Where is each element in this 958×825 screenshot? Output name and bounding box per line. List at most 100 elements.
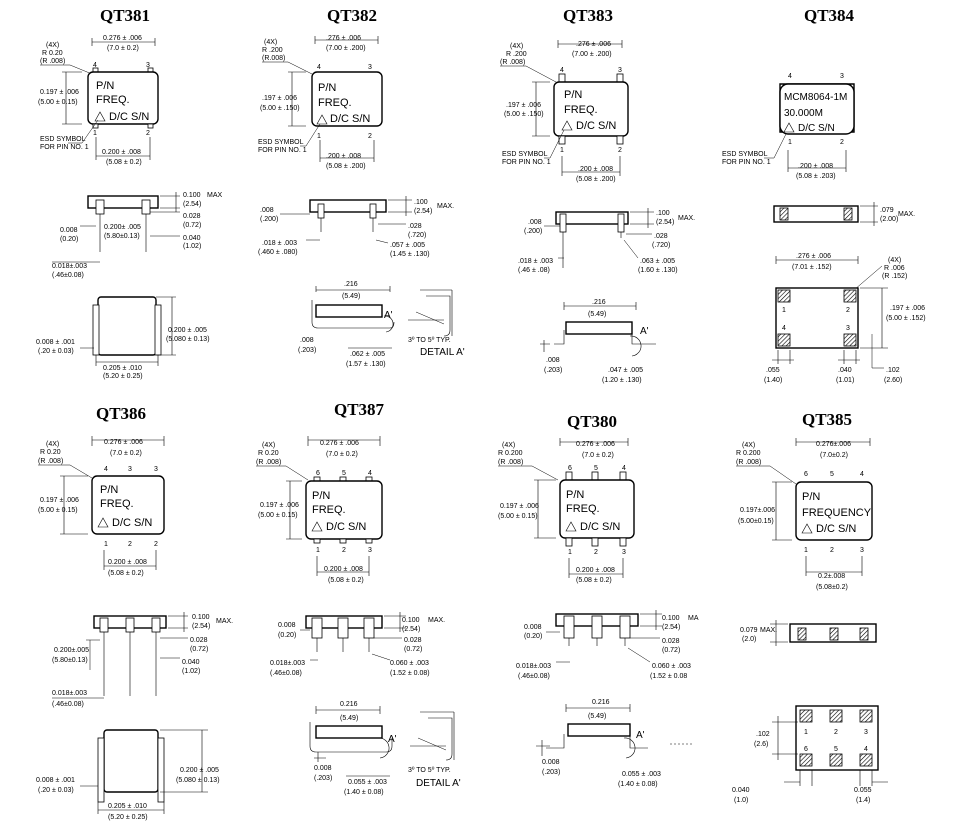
dim-label: ESD SYMBOL (502, 151, 548, 158)
dim-label: (1.0) (734, 797, 748, 804)
dim-label: .200 ± .008 (578, 166, 613, 173)
dim-label: (4X) (262, 442, 275, 449)
panel-title: QT385 (802, 410, 853, 429)
qt382-drawing: .276 ± .006 (7.00 ± .200) (4X) R .200 (R… (258, 35, 465, 368)
pin-label: 5 (594, 465, 598, 472)
dim-label: (5.080 ± 0.13) (176, 777, 220, 784)
panel-title: QT386 (96, 404, 147, 423)
dim-label: (.720) (652, 242, 670, 249)
marking-text: FREQUENCY (802, 507, 872, 519)
dim-label: (7.01 ± .152) (792, 264, 832, 271)
dim-label: MAX (207, 192, 223, 199)
panel-qt382: QT382 .276 ± .006 (7.00 ± .200) (4X) R .… (240, 0, 480, 400)
dim-label: (5.20 ± 0.25) (103, 373, 143, 380)
dim-label: (7.0 ± 0.2) (326, 451, 358, 458)
pin-label: 5 (342, 470, 346, 477)
dim-label: FOR PIN NO. 1 (258, 147, 307, 154)
qt383-drawing: .276 ± .006 (7.00 ± .200) (4X) R .200 (R… (500, 40, 695, 384)
dim-label: 0.008 (314, 765, 332, 772)
dim-label: ESD SYMBOL (258, 139, 304, 146)
dim-label: .008 (260, 207, 274, 214)
dim-label: (1.01) (836, 377, 854, 384)
dim-label: .079 (880, 207, 894, 214)
dim-label: 0.060 ± .003 (390, 660, 429, 667)
dim-label: .018 ± .003 (262, 240, 297, 247)
dim-label: (5.00 ± .150) (260, 105, 300, 112)
dim-label: 0.079 (740, 627, 758, 634)
dim-label: 0.008 (524, 624, 542, 631)
pin-label: 2 (146, 130, 150, 137)
dim-label: 0.018±.003 (52, 263, 87, 270)
dim-label: .057 ± .005 (390, 242, 425, 249)
dim-label: 0.197 ± .006 (260, 502, 299, 509)
marking-text: FREQ. (312, 504, 346, 516)
dim-label: 0.197 ± .006 (40, 89, 79, 96)
pin-label: 4 (368, 470, 372, 477)
dim-label: (R .008) (256, 459, 281, 466)
pin-label: 6 (804, 471, 808, 478)
detail-label: DETAIL A' (416, 778, 461, 789)
dim-label: (.200) (524, 228, 542, 235)
dim-label: 0.205 ± .010 (103, 365, 142, 372)
dim-label: .276 ± .006 (796, 253, 831, 260)
dim-label: MAX. (437, 203, 454, 210)
dim-label: (5.49) (588, 713, 606, 720)
dim-label: 0.200 ± .005 (168, 327, 207, 334)
pin-label: 1 (804, 547, 808, 554)
dim-label: ESD SYMBOL (722, 151, 768, 158)
pin-label: 2 (830, 547, 834, 554)
dim-label: (4X) (46, 42, 59, 49)
dim-label: A' (640, 326, 649, 337)
dim-label: MAX. (678, 215, 695, 222)
pin-label: 1 (788, 139, 792, 146)
dim-label: FOR PIN NO. 1 (40, 144, 89, 151)
dim-label: (5.49) (588, 311, 606, 318)
dim-label: A' (384, 310, 393, 321)
dim-label: 0.028 (404, 637, 422, 644)
panel-qt381: QT381 0.276 ± .006 (7.0 ± 0.2) (4X) R 0.… (0, 0, 240, 400)
dim-label: FOR PIN NO. 1 (722, 159, 771, 166)
pin-label: 6 (568, 465, 572, 472)
qt386-drawing: 0.276 ± .006 (7.0 ± 0.2) (4X) R 0.20 (R … (36, 436, 233, 821)
qt384-drawing: 4 3 1 2 MCM8064-1M 30.000M D/C S/N ESD S… (722, 73, 926, 384)
pin-label: 1 (804, 729, 808, 736)
dim-label: (2.00) (880, 216, 898, 223)
dim-label: (0.72) (662, 647, 680, 654)
dim-label: FOR PIN NO. 1 (502, 159, 551, 166)
panel-title: QT382 (327, 6, 378, 25)
detail-label: DETAIL A' (420, 347, 465, 358)
dim-label: (.720) (408, 232, 426, 239)
dim-label: 0.018±.003 (516, 663, 551, 670)
dim-label: (.46±0.08) (518, 673, 550, 680)
dim-label: .018 ± .003 (518, 258, 553, 265)
marking-text: D/C S/N (330, 113, 370, 125)
dim-label: (.46±0.08) (52, 272, 84, 279)
marking-text: FREQ. (566, 503, 600, 515)
dim-label: (4X) (888, 257, 901, 264)
marking-text: P/N (100, 484, 118, 496)
dim-label: .040 (838, 367, 852, 374)
dim-label: 0.008 (542, 759, 560, 766)
dim-label: .197 ± .006 (506, 102, 541, 109)
pin-label: 3 (368, 547, 372, 554)
dim-label: 0.216 (592, 699, 610, 706)
dim-label: .028 (654, 233, 668, 240)
dim-label: (7.0 ± 0.2) (110, 450, 142, 457)
dim-label: (1.45 ± .130) (390, 251, 430, 258)
dim-label: MAX. (428, 617, 445, 624)
dim-label: (2.54) (662, 624, 680, 631)
dim-label: .062 ± .005 (350, 351, 385, 358)
dim-label: MAX. (760, 627, 777, 634)
marking-text: P/N (564, 89, 582, 101)
dim-label: (7.0 ± 0.2) (107, 45, 139, 52)
dim-label: 0.197 ± .006 (40, 497, 79, 504)
pin-label: 5 (834, 746, 838, 753)
dim-label: 0.100 (183, 192, 201, 199)
dim-label: 0.055 ± .003 (348, 779, 387, 786)
dim-label: (.20 ± 0.03) (38, 787, 74, 794)
dim-label: (R .152) (882, 273, 907, 280)
dim-label: (.20 ± 0.03) (38, 348, 74, 355)
pin-label: 6 (804, 746, 808, 753)
dim-label: .100 (656, 210, 670, 217)
dim-label: (R .008) (498, 459, 523, 466)
